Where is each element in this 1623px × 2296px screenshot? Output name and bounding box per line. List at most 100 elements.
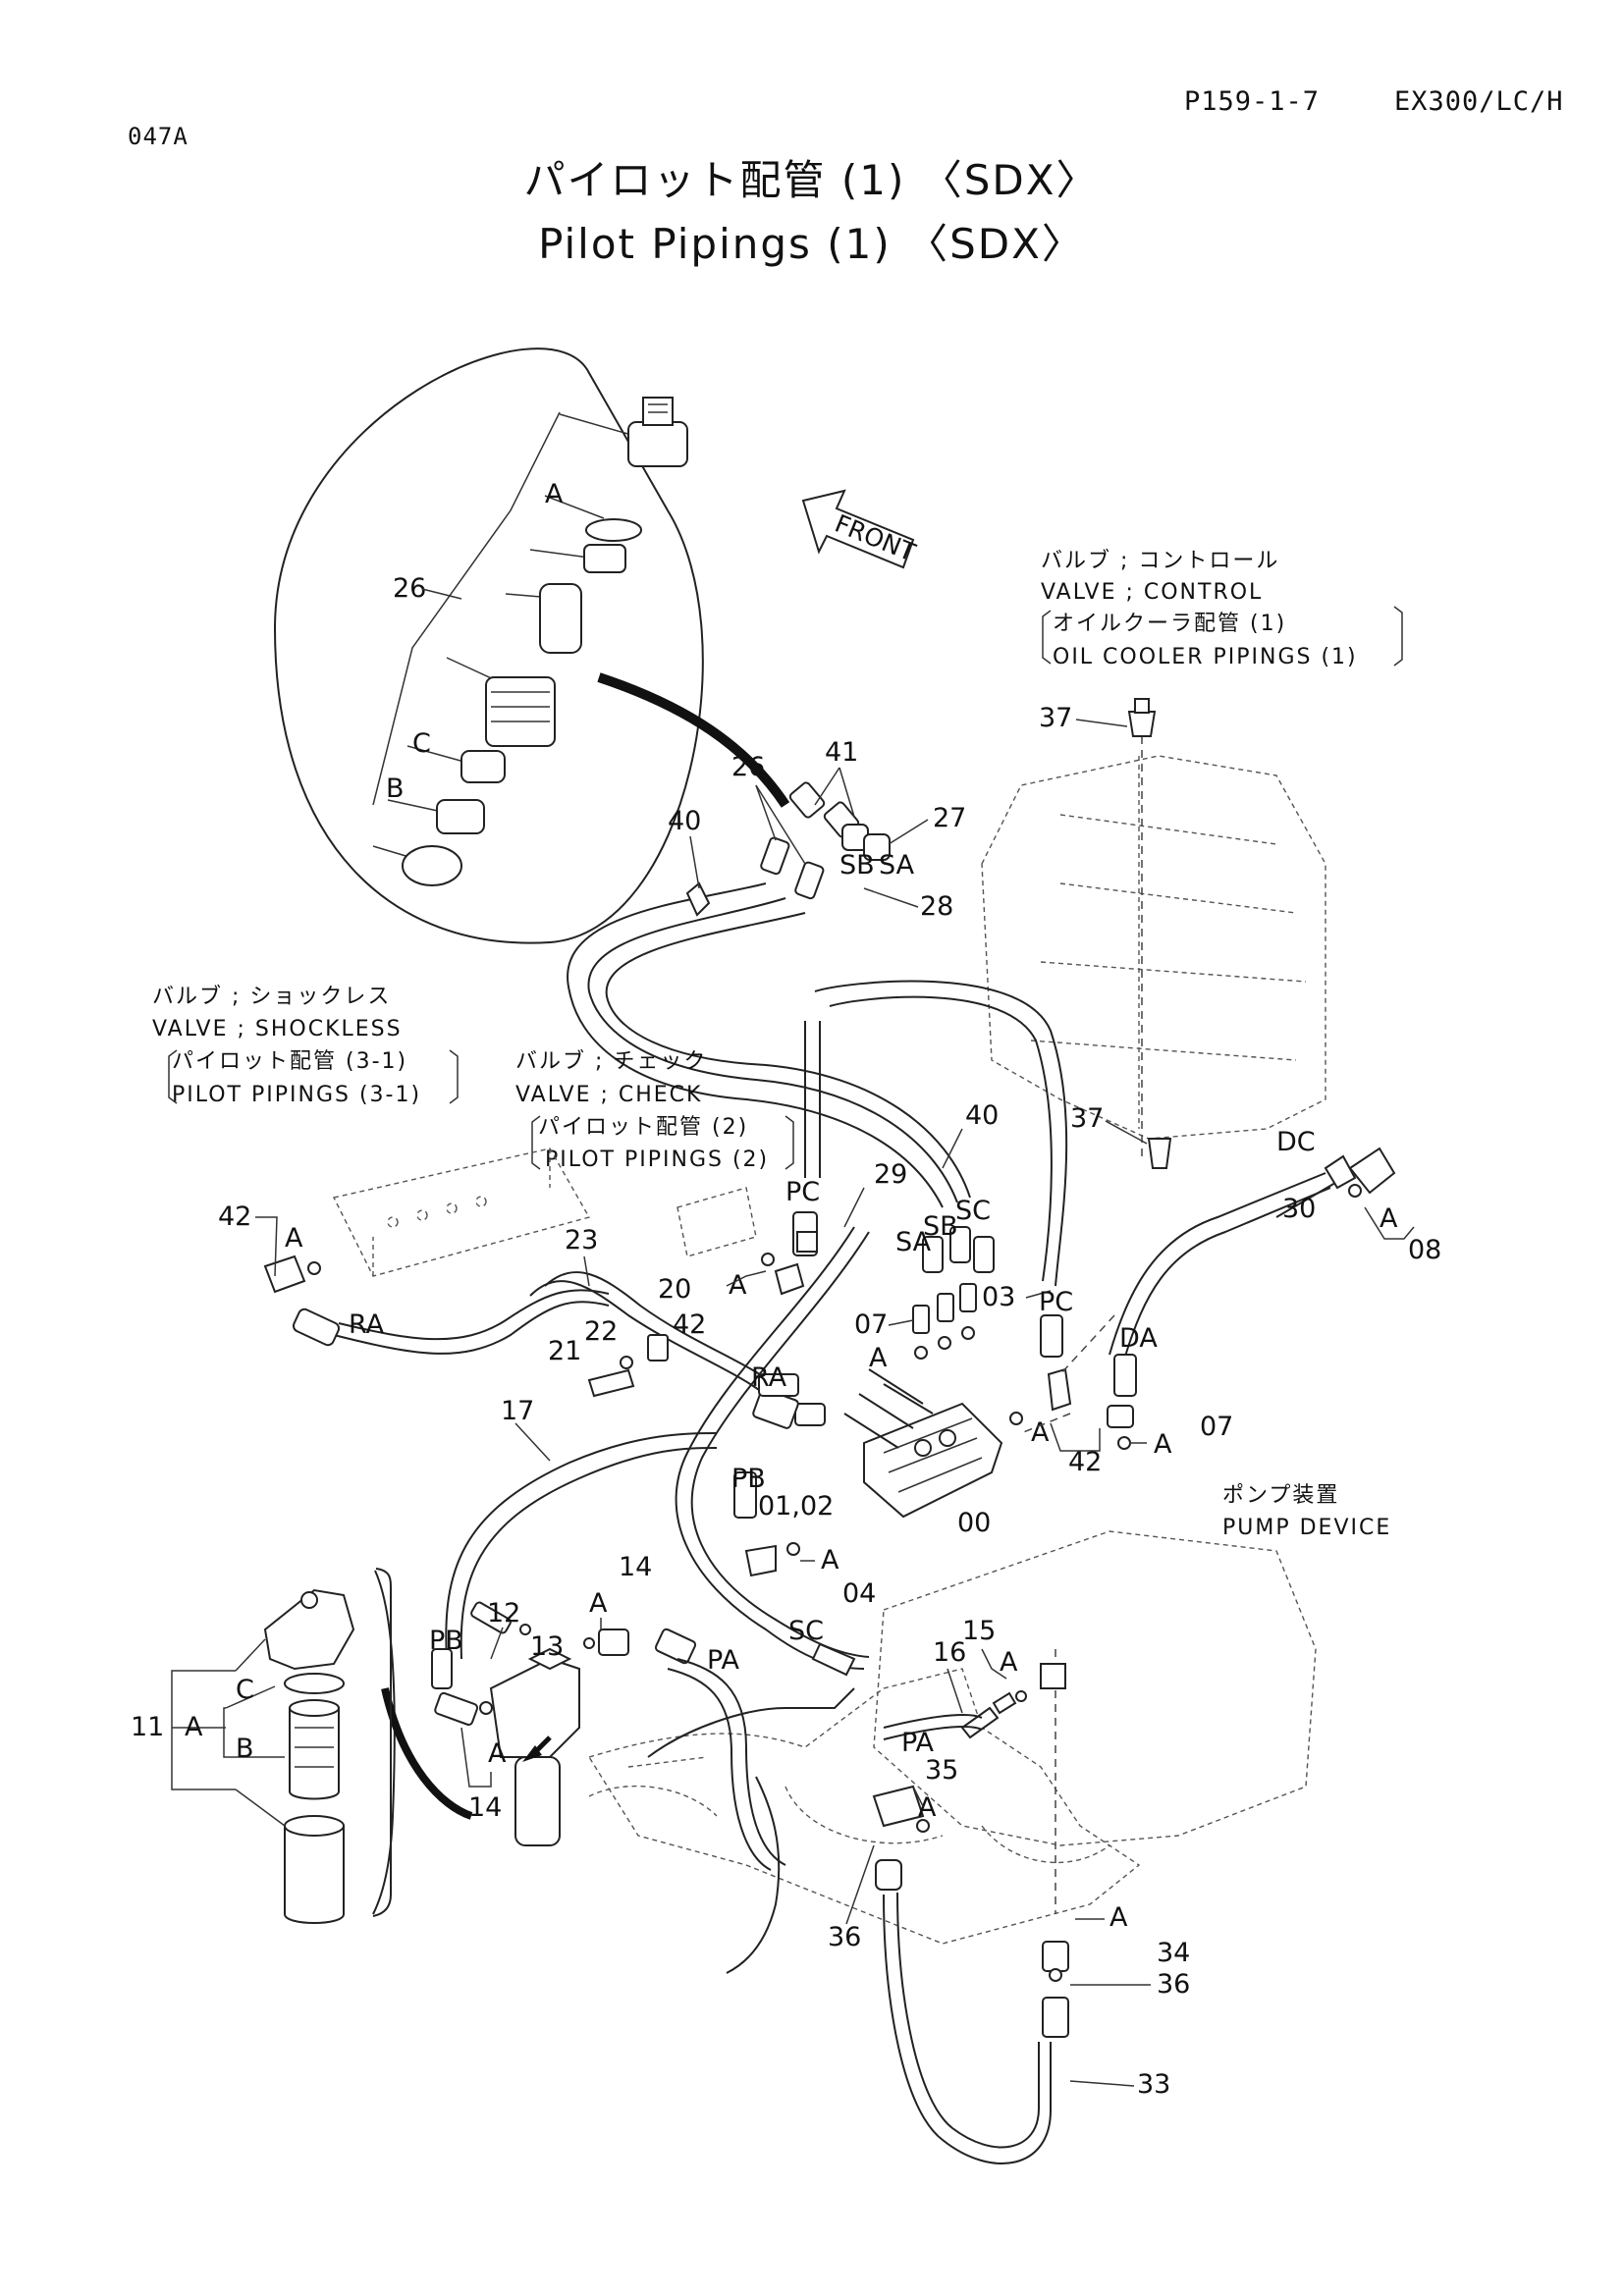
hose-fittings-top: [685, 781, 891, 917]
callout-b-11: B: [236, 1734, 254, 1764]
callout-28: 28: [920, 891, 953, 922]
callout-03: 03: [982, 1282, 1015, 1312]
callout-pb-1: PB: [731, 1464, 766, 1494]
callout-pa-1: PA: [707, 1645, 740, 1676]
callout-07-top: 07: [854, 1309, 888, 1340]
ref-check-valve: バルブ ; チェック VALVE ; CHECK パイロット配管 (2) PIL…: [515, 1049, 794, 1172]
svg-text:ポンプ装置: ポンプ装置: [1222, 1483, 1339, 1508]
svg-text:OIL COOLER PIPINGS (1): OIL COOLER PIPINGS (1): [1053, 645, 1358, 669]
pump-device-outline: [587, 1314, 1317, 1945]
svg-text:オイルクーラ配管 (1): オイルクーラ配管 (1): [1053, 612, 1286, 636]
callout-pc-1: PC: [785, 1177, 820, 1207]
callout-17: 17: [501, 1396, 534, 1426]
ref-shockless-valve: バルブ ; ショックレス VALVE ; SHOCKLESS パイロット配管 (…: [152, 985, 459, 1107]
callout-35: 35: [925, 1755, 958, 1786]
callout-sb-mid: SB: [923, 1211, 958, 1242]
svg-text:VALVE ; SHOCKLESS: VALVE ; SHOCKLESS: [152, 1017, 403, 1041]
callout-27: 27: [933, 803, 966, 833]
inset-ring-b: [436, 799, 485, 834]
callout-23: 23: [565, 1225, 598, 1255]
ref-control-valve: バルブ ; コントロール VALVE ; CONTROL オイルクーラ配管 (1…: [1041, 549, 1403, 669]
figure-id: 047A: [128, 123, 189, 150]
callout-41: 41: [825, 737, 858, 768]
page-code: P159-1-7: [1184, 86, 1321, 117]
callout-29: 29: [874, 1159, 907, 1190]
svg-text:VALVE ; CONTROL: VALVE ; CONTROL: [1041, 580, 1263, 605]
callout-a-07-right: A: [1154, 1429, 1172, 1460]
callout-13: 13: [530, 1631, 564, 1662]
callout-a-14-top: A: [589, 1588, 608, 1619]
callout-a-08: A: [1380, 1203, 1398, 1234]
callout-a-35: A: [918, 1792, 937, 1823]
callout-a-14-lower: A: [488, 1738, 507, 1769]
callout-15: 15: [962, 1616, 996, 1646]
model-code: EX300/LC/H: [1394, 86, 1564, 117]
inset-fitting-top: [627, 397, 688, 467]
callout-16: 16: [933, 1637, 966, 1668]
callout-sc-lower: SC: [788, 1616, 824, 1646]
callout-40-top: 40: [668, 806, 701, 836]
callout-a-04: A: [821, 1545, 839, 1575]
svg-text:FRONT: FRONT: [831, 509, 920, 567]
svg-text:パイロット配管 (3-1): パイロット配管 (3-1): [172, 1049, 407, 1074]
pressure-hoses-lower: [647, 1658, 1052, 2164]
check-valve-body: [843, 1368, 1003, 1519]
svg-text:PILOT PIPINGS (2): PILOT PIPINGS (2): [545, 1148, 769, 1172]
callout-34: 34: [1157, 1938, 1190, 1968]
shockless-valve-outline: [332, 1148, 757, 1277]
inset-detail: 26 A C B: [273, 347, 790, 944]
svg-text:パイロット配管 (2): パイロット配管 (2): [538, 1115, 748, 1140]
callout-40-mid: 40: [965, 1100, 999, 1131]
callout-a-11: A: [185, 1712, 203, 1742]
svg-text:PUMP DEVICE: PUMP DEVICE: [1222, 1516, 1391, 1540]
callout-26-inset: 26: [393, 573, 426, 604]
callout-01-02: 01,02: [758, 1491, 834, 1522]
page-title-jp: パイロット配管 (1) 〈SDX〉: [523, 156, 1100, 204]
valve-fittings: [263, 1147, 1396, 1577]
front-arrow: FRONT: [801, 489, 920, 569]
callout-a-42-left: A: [285, 1223, 303, 1254]
svg-text:VALVE ; CHECK: VALVE ; CHECK: [515, 1083, 702, 1107]
callout-42-left: 42: [218, 1201, 251, 1232]
page-title-en: Pilot Pipings (1) 〈SDX〉: [538, 220, 1085, 268]
inset-pipe-piece: [539, 583, 582, 654]
callout-pa-2: PA: [901, 1728, 935, 1758]
callout-dc: DC: [1276, 1127, 1316, 1157]
callout-14-top: 14: [619, 1552, 652, 1582]
callout-sa-top: SA: [879, 850, 915, 881]
callout-37-bottom: 37: [1070, 1103, 1104, 1134]
callout-c-11: C: [236, 1675, 254, 1705]
callout-08: 08: [1408, 1235, 1441, 1265]
callout-a-34: A: [1109, 1902, 1128, 1933]
hose-fittings-lower: [431, 1601, 1069, 2038]
callout-04: 04: [842, 1578, 876, 1609]
callout-36-right: 36: [1157, 1969, 1190, 2000]
callout-22: 22: [584, 1316, 618, 1347]
inset-o-ring-a: [585, 518, 642, 542]
inset-sleeve: [485, 676, 556, 747]
callout-33: 33: [1137, 2069, 1170, 2100]
callout-a-15: A: [1000, 1647, 1018, 1678]
inset-collar: [583, 544, 626, 573]
pilot-hoses-upper: [567, 882, 1068, 1287]
callout-c-inset: C: [412, 728, 431, 759]
svg-text:バルブ ; チェック: バルブ ; チェック: [515, 1049, 707, 1074]
callout-sc-mid: SC: [955, 1196, 991, 1226]
callout-a-inset: A: [545, 479, 564, 509]
callout-00: 00: [957, 1508, 991, 1538]
callout-11: 11: [131, 1712, 164, 1742]
callout-b-inset: B: [386, 774, 405, 804]
ref-pump-device: ポンプ装置 PUMP DEVICE: [1222, 1483, 1391, 1540]
callout-37-top: 37: [1039, 703, 1072, 733]
inset-ring-c: [460, 750, 506, 783]
svg-text:バルブ ; コントロール: バルブ ; コントロール: [1041, 549, 1279, 573]
filter-assembly: [171, 1570, 473, 1924]
callout-14-lower: 14: [468, 1792, 502, 1823]
callout-42-right: 42: [1068, 1447, 1102, 1477]
callout-sb-top: SB: [839, 850, 875, 881]
callout-20: 20: [658, 1274, 691, 1305]
inset-nut: [402, 845, 462, 886]
callout-sa-mid: SA: [895, 1227, 932, 1257]
